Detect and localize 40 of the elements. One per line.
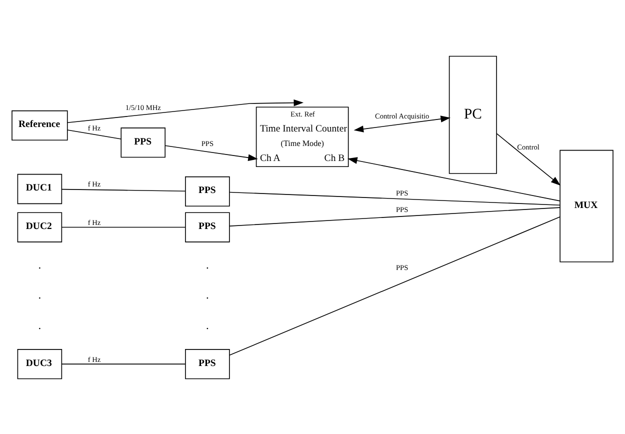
node-box: MUX: [560, 149, 614, 262]
edge-label: Control: [517, 142, 540, 151]
arrow: [354, 115, 450, 132]
edge-label: 1/5/10 MHz: [125, 102, 161, 112]
connector: [229, 191, 560, 205]
edge-label: Control Acquisitio: [374, 110, 430, 120]
label: .: [38, 259, 42, 272]
edge-label: PPS: [396, 188, 408, 198]
connector: [229, 206, 560, 226]
label: .: [206, 289, 209, 302]
edge-label: f Hz: [88, 123, 101, 132]
edge-label: f Hz: [88, 217, 101, 226]
label: .: [206, 259, 209, 272]
node-box: DUC2: [17, 212, 62, 242]
connector: [61, 363, 186, 364]
connector: [61, 226, 186, 228]
arrow: [67, 98, 304, 123]
connector: [229, 216, 560, 356]
label: .: [206, 319, 209, 332]
label: .: [38, 289, 42, 302]
node-box: PPS: [120, 127, 166, 158]
arrow: [496, 132, 561, 186]
node-box: Ext. Ref Time Interval Counter (Time Mode) Ch A Ch B: [256, 106, 349, 167]
connector: [61, 188, 186, 192]
arrow: [164, 144, 258, 161]
label: .: [38, 319, 42, 332]
node-box: PPS: [185, 212, 230, 242]
connector: [67, 129, 122, 139]
edge-label: PPS: [396, 204, 408, 214]
edge-label: f Hz: [88, 354, 101, 364]
node-box: Reference: [12, 110, 68, 140]
node-box: PPS: [185, 176, 230, 206]
node-box: DUC3: [17, 348, 62, 379]
node-box: DUC1: [17, 173, 62, 204]
edge-label: f Hz: [88, 179, 101, 188]
edge-label: PPS: [201, 138, 214, 148]
arrow: [348, 156, 560, 201]
edge-label: PPS: [396, 262, 408, 272]
node-box: PC: [448, 55, 497, 174]
node-box: PPS: [185, 348, 230, 379]
